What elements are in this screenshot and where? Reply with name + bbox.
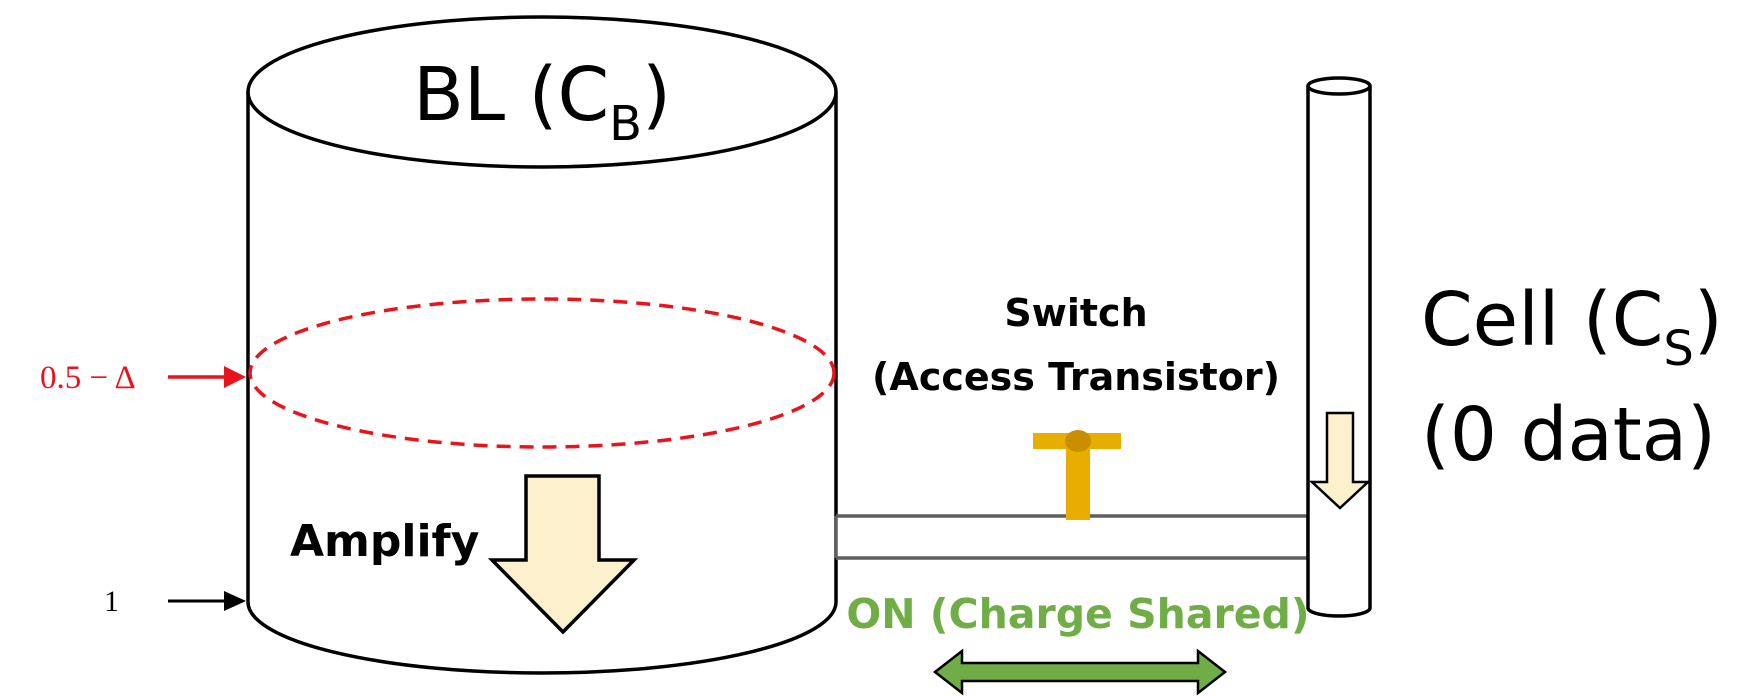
cell-data-label: (0 data)	[1421, 392, 1716, 478]
level-label-half-minus-delta: 0.5 − Δ	[40, 360, 136, 396]
cell-label-close: )	[1694, 277, 1723, 363]
cell-cylinder-top	[1306, 76, 1372, 96]
charge-shared-double-arrow-icon	[932, 648, 1228, 696]
cell-down-arrow-icon	[1308, 411, 1372, 510]
level-dashed-ellipse	[248, 297, 836, 449]
cell-label: Cell (CS)	[1421, 277, 1723, 377]
cell-label-main: Cell (C	[1421, 277, 1663, 363]
switch-state-label: ON (Charge Shared)	[846, 590, 1309, 638]
connection-wire	[834, 514, 1310, 560]
bitline-cylinder-body	[246, 92, 838, 675]
level-arrow-black	[168, 591, 246, 611]
cell-cylinder	[1306, 76, 1372, 618]
bitline-cylinder-top	[246, 15, 838, 169]
level-label-one: 1	[104, 585, 119, 618]
bitline-label: BL (CB)	[413, 52, 671, 152]
bitline-label-main: BL (C	[413, 52, 609, 138]
cell-label-sub: S	[1663, 321, 1693, 377]
bitline-label-sub: B	[609, 96, 642, 152]
level-arrow-red	[168, 366, 246, 388]
switch-subtitle: (Access Transistor)	[872, 355, 1280, 399]
bitline-cylinder: BL (CB)	[246, 15, 838, 675]
cell-cylinder-body	[1306, 86, 1372, 618]
amplify-label: Amplify	[290, 516, 479, 567]
access-transistor-icon	[1033, 430, 1121, 520]
amplify-down-arrow-icon	[487, 474, 639, 635]
switch-title: Switch	[1004, 291, 1147, 335]
bitline-label-close: )	[642, 52, 671, 138]
